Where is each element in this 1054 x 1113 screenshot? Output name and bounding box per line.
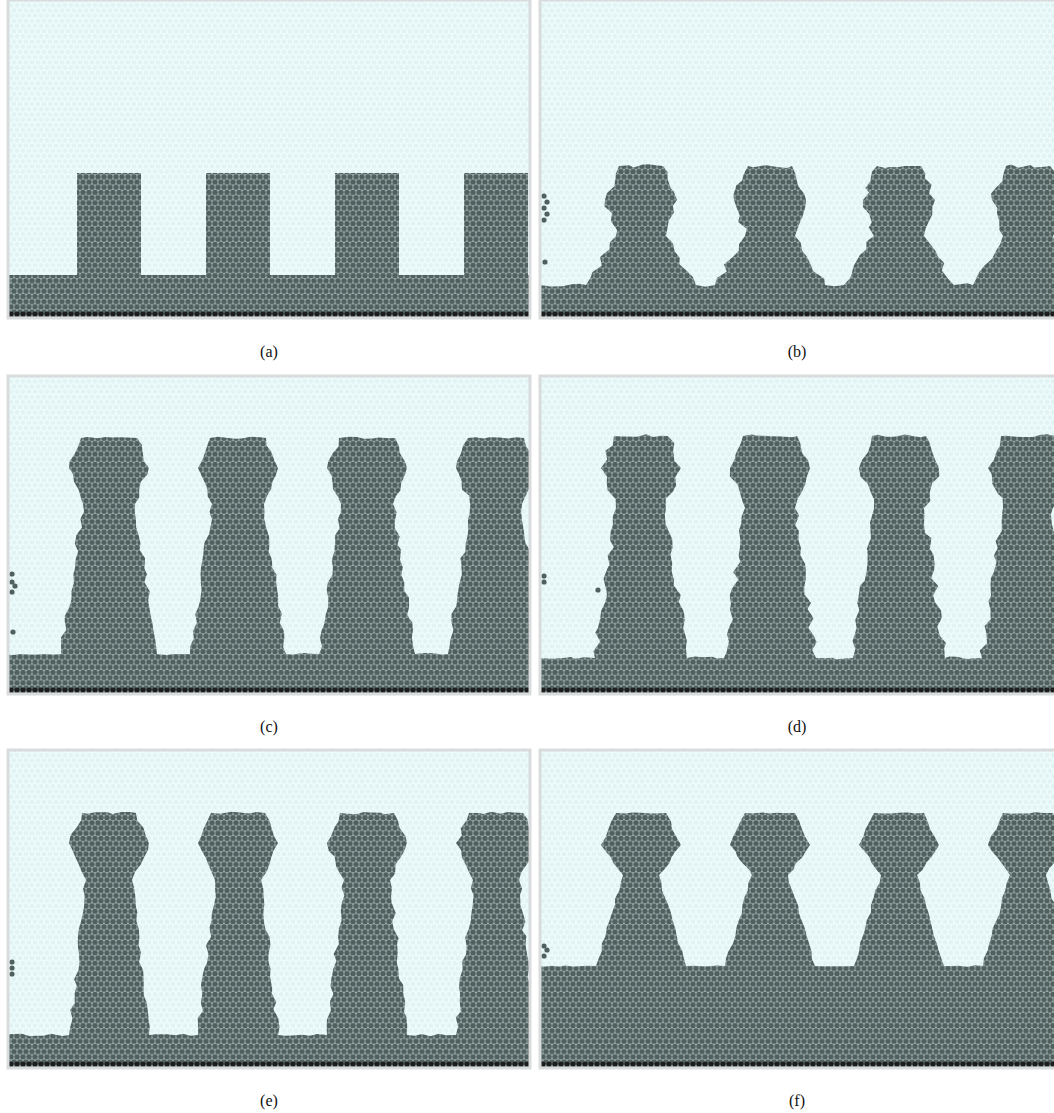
wall-particles (540, 1061, 1054, 1066)
solid-region (8, 437, 530, 694)
panel-label: (f) (789, 1092, 805, 1110)
loose-particles (541, 193, 549, 264)
loose-particles (541, 943, 549, 958)
simulation-panel (533, 376, 1054, 694)
loose-particles (541, 573, 600, 592)
loose-particles (9, 959, 14, 976)
panel-frame (540, 750, 1054, 1068)
solid-region (540, 164, 1054, 318)
panel-frame (540, 0, 1054, 318)
wall-particles (540, 311, 1054, 316)
panel-label: (c) (260, 718, 278, 736)
panel-frame (540, 376, 1054, 694)
solid-region (540, 812, 1054, 1068)
wall-particles (8, 1061, 529, 1066)
panel-label: (e) (260, 1092, 278, 1110)
panel-label: (a) (260, 343, 278, 361)
simulation-panel (535, 750, 1054, 1068)
solid-region (8, 812, 530, 1068)
panel-frame (8, 376, 530, 694)
solid-region (540, 434, 1054, 694)
solid-region (8, 173, 530, 318)
panel-label: (b) (788, 343, 807, 361)
simulation-panel (2, 750, 536, 1068)
simulation-panel (4, 0, 534, 318)
loose-particles (9, 571, 17, 634)
panel-frame (8, 0, 530, 318)
wall-particles (8, 687, 529, 692)
panel-frame (8, 750, 530, 1068)
panel-label: (d) (788, 718, 807, 736)
simulation-panel (2, 376, 544, 694)
wall-particles (8, 311, 529, 316)
wall-particles (540, 687, 1054, 692)
simulation-panel (536, 0, 1054, 318)
